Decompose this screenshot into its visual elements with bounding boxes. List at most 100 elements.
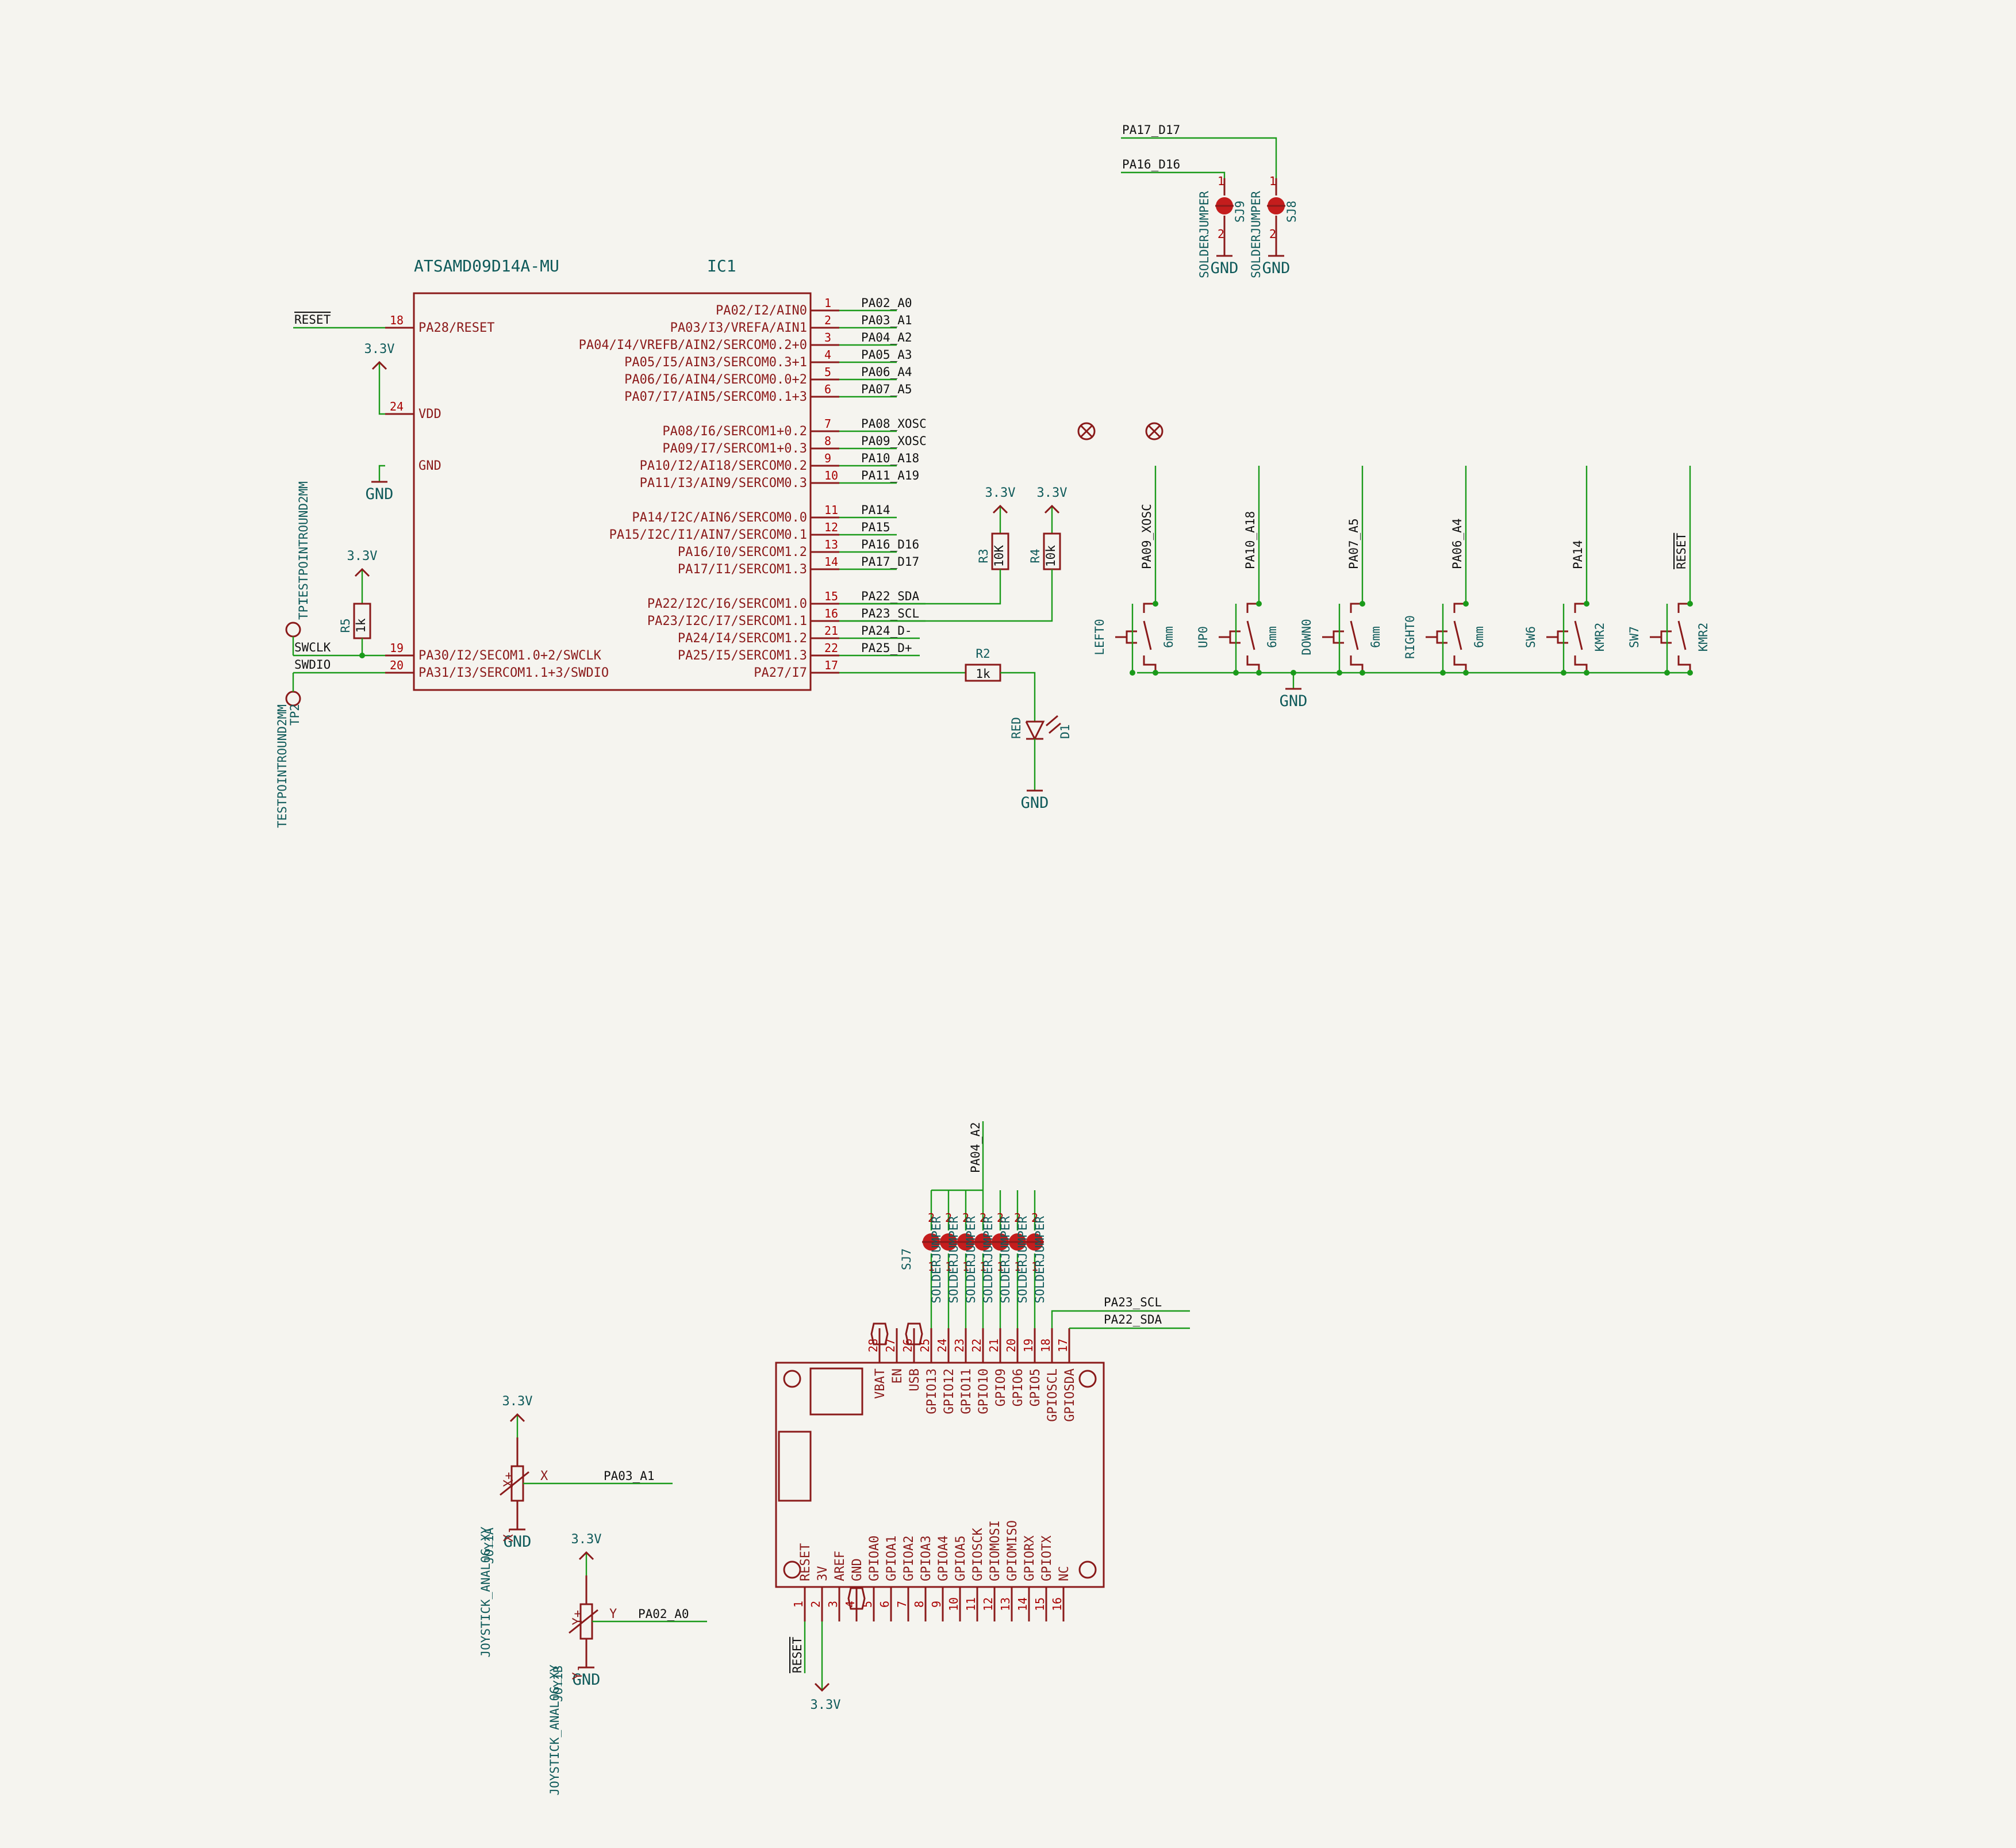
- ground-label: GND: [366, 485, 394, 503]
- junction-dot: [1463, 670, 1469, 676]
- feather-pin-name: GPIOA3: [919, 1536, 934, 1581]
- ic1-pin-name: PA24/I4/SERCOM1.2: [678, 631, 807, 646]
- resistor-ref: R4: [1028, 549, 1042, 563]
- junction-dot: [1687, 601, 1693, 607]
- switch-lead: [1350, 655, 1364, 673]
- ic1-pin-name: PA25/I5/SERCOM1.3: [678, 649, 807, 663]
- led-arrow: [1046, 715, 1058, 727]
- junction-dot: [1337, 670, 1342, 676]
- jumper-value: SOLDERJUMPER: [1197, 191, 1211, 278]
- ic1-pin-name: PA14/I2C/AIN6/SERCOM0.0: [632, 511, 807, 525]
- button-ref: SW7: [1627, 626, 1641, 648]
- switch-lead: [1574, 655, 1588, 673]
- feather-pin-number: 15: [1033, 1597, 1047, 1611]
- ic1-pin-name: PA30/I2/SECOM1.0+2/SWCLK: [418, 649, 602, 663]
- power-arrow: [354, 568, 370, 577]
- jumper-pin-number: 2: [997, 1211, 1004, 1225]
- button-net-label: PA07_A5: [1347, 518, 1361, 569]
- feather-pin-name: GPIOSCK: [971, 1528, 985, 1581]
- junction-dot: [1664, 670, 1670, 676]
- net-label: PA23_SCL: [1104, 1295, 1162, 1309]
- switch-lead: [1246, 603, 1259, 613]
- ic1-pin-name: PA11/I3/AIN9/SERCOM0.3: [640, 476, 807, 490]
- switch-lead: [1574, 603, 1587, 613]
- ground-label: GND: [1021, 794, 1049, 812]
- jumper-value: SOLDERJUMPER: [1033, 1216, 1047, 1303]
- wire: [378, 385, 385, 415]
- switch-lever: [1453, 620, 1462, 650]
- ic1-pin-name: PA16/I0/SERCOM1.2: [678, 545, 807, 559]
- jumper-pin-number: 1: [1218, 174, 1224, 188]
- joystick-wiper-arrow: [500, 1471, 529, 1496]
- switch-lever: [1350, 620, 1359, 650]
- switch-lever: [1143, 620, 1152, 650]
- net-label: PA02_A0: [861, 296, 912, 310]
- jumper-pin-number: 1: [1031, 1260, 1038, 1274]
- ic1-pin-number: 24: [390, 400, 404, 413]
- feather-pin-number: 7: [895, 1601, 909, 1608]
- net-label-swclk: SWCLK: [294, 641, 331, 654]
- feather-pin-number: 13: [999, 1597, 1012, 1611]
- resistor-body: [991, 532, 1009, 570]
- button-net-label: PA06_A4: [1450, 518, 1464, 569]
- junction-dot: [1440, 670, 1446, 676]
- led-ref: D1: [1058, 724, 1072, 739]
- net-label: PA24_D-: [861, 624, 912, 638]
- testpoint-tp2[interactable]: [285, 691, 301, 707]
- feather-pin-name: GPIO9: [994, 1368, 1008, 1406]
- jumper-ref: SJ9: [1233, 201, 1247, 223]
- button-ref: SW6: [1524, 626, 1538, 648]
- ic1-pin-name: PA15/I2C/I1/AIN7/SERCOM0.1: [609, 528, 807, 542]
- feather-pin-number: 3: [826, 1601, 840, 1608]
- testpoint-tp1[interactable]: [285, 622, 301, 638]
- jumper-ref: SJ7: [900, 1248, 913, 1270]
- joystick-axis-label: X: [540, 1469, 548, 1483]
- junction-dot: [1687, 670, 1693, 676]
- switch-lead: [1453, 603, 1466, 613]
- ground-label: GND: [504, 1533, 532, 1551]
- resistor-value: 1k: [976, 667, 990, 681]
- jumper-ref: SJ8: [1285, 201, 1299, 223]
- jumper-value: SOLDERJUMPER: [964, 1216, 978, 1303]
- ic1-pin-number: 12: [824, 520, 838, 534]
- wire: [1000, 672, 1036, 722]
- ground-label: GND: [1211, 259, 1239, 277]
- resistor-ref: R3: [977, 549, 990, 563]
- wire: [839, 569, 1001, 605]
- ic1-pin-number: 19: [390, 641, 404, 655]
- junction-dot: [1256, 670, 1262, 676]
- ic1-pin-number: 20: [390, 658, 404, 672]
- power-label-3v3: 3.3V: [1037, 486, 1067, 500]
- ic1-pin-number: 5: [824, 365, 831, 379]
- junction-dot: [1153, 670, 1158, 676]
- jumper-pin-number: 2: [962, 1211, 969, 1225]
- switch-lever: [1574, 620, 1583, 650]
- ic1-pin-name: PA22/I2C/I6/SERCOM1.0: [647, 597, 807, 611]
- feather-pin-name: GPIOMOSI: [988, 1520, 1003, 1581]
- ic1-left-circuitry: RESET3.3VGNDSWCLKSWDIO3.3V1kR5TP1TESTPOI…: [275, 313, 394, 828]
- button-value: KMR2: [1593, 623, 1607, 652]
- net-label: PA15: [861, 520, 890, 534]
- joystick-ref: JOY1B: [551, 1666, 565, 1702]
- feather-board[interactable]: 28VBAT27EN26USB25GPIO1324GPIO1223GPIO112…: [775, 1121, 1190, 1712]
- ic1-pin-number: 2: [824, 313, 831, 327]
- ic1-pin-number: 6: [824, 382, 831, 396]
- feather-pin-number: 10: [947, 1597, 961, 1611]
- jumper-pin-number: 2: [980, 1211, 986, 1225]
- jumper-pin-number: 2: [1218, 227, 1224, 241]
- ic1-pin-number: 21: [824, 624, 838, 638]
- feather-pin-name: AREF: [833, 1551, 847, 1581]
- jumper-value: SOLDERJUMPER: [999, 1216, 1012, 1303]
- net-label: PA22_SDA: [1104, 1313, 1162, 1326]
- button-net-label: RESET: [1675, 532, 1688, 569]
- jumper-value: SOLDERJUMPER: [1249, 191, 1263, 278]
- switch-lever: [1246, 620, 1255, 650]
- net-label: PA10_A18: [861, 451, 919, 465]
- feather-pin-number: 6: [878, 1601, 892, 1608]
- ic1-pin-number: 4: [824, 348, 831, 362]
